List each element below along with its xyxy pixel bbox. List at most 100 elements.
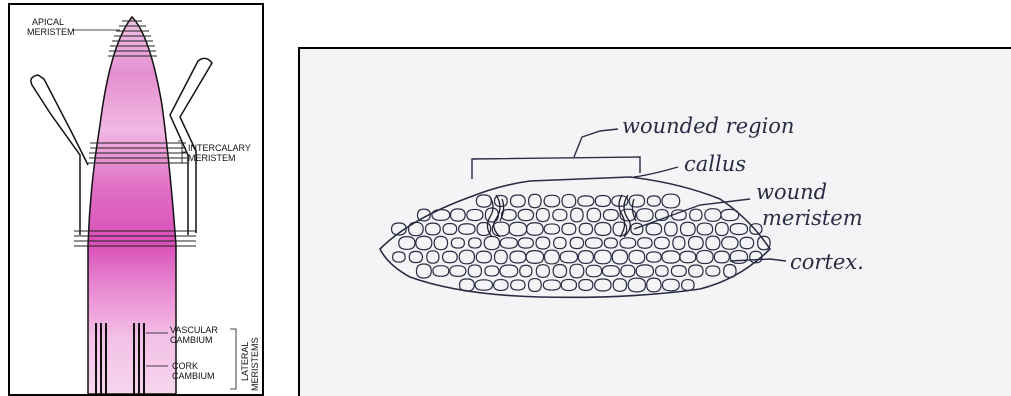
tissue-cell bbox=[518, 209, 533, 220]
tissue-cell bbox=[579, 280, 593, 291]
cork-label-2: CAMBIUM bbox=[172, 371, 215, 381]
tissue-cell bbox=[510, 251, 526, 263]
cortex-label: cortex. bbox=[790, 250, 864, 274]
tissue-cell bbox=[706, 266, 720, 276]
tissue-cell bbox=[544, 195, 560, 207]
tissue-cell bbox=[680, 251, 696, 263]
tissue-cell bbox=[680, 222, 695, 235]
tissue-cell bbox=[451, 238, 464, 248]
tissue-cell bbox=[690, 209, 702, 221]
tissue-cell bbox=[628, 278, 645, 292]
tissue-cell bbox=[604, 238, 617, 248]
wound-meristem-label-2: meristem bbox=[762, 206, 863, 230]
vascular-label-2: CAMBIUM bbox=[170, 335, 213, 345]
tissue-cell bbox=[536, 265, 549, 278]
tissue-cell bbox=[469, 238, 481, 248]
tissue-cell bbox=[543, 280, 560, 290]
tissue-cell bbox=[520, 265, 532, 277]
tissue-cell bbox=[485, 208, 498, 222]
tissue-cell bbox=[434, 236, 447, 249]
tissue-cell bbox=[536, 208, 549, 221]
tissue-cell bbox=[620, 238, 636, 248]
tissue-cell bbox=[399, 237, 415, 250]
wounded-region-bracket bbox=[472, 157, 640, 179]
tissue-cell bbox=[647, 278, 661, 292]
tissue-cell bbox=[433, 266, 449, 277]
tissue-cell bbox=[554, 237, 566, 248]
tissue-cell bbox=[647, 196, 660, 206]
tissue-cell bbox=[500, 265, 518, 277]
tissue-cell bbox=[595, 223, 611, 236]
tissue-cell bbox=[665, 222, 678, 236]
tissue-cell bbox=[646, 223, 662, 235]
tissue-cell bbox=[647, 252, 662, 262]
tissue-cell bbox=[621, 265, 635, 277]
tissue-cell bbox=[476, 195, 491, 207]
cork-label-1: CORK bbox=[172, 361, 198, 371]
tissue-cell bbox=[500, 238, 517, 249]
tissue-cell bbox=[427, 251, 439, 263]
tissue-cell bbox=[561, 279, 576, 290]
tissue-cell bbox=[740, 237, 754, 248]
left-leaf bbox=[31, 75, 88, 235]
tissue-cell bbox=[536, 237, 550, 249]
tissue-cell bbox=[662, 279, 679, 291]
tissue-cell bbox=[715, 222, 728, 235]
tissue-cell bbox=[689, 237, 704, 250]
tissue-cell bbox=[518, 238, 533, 248]
tissue-cell bbox=[450, 266, 466, 277]
tissue-cell bbox=[443, 224, 457, 235]
callus-diagram-panel: wounded region callus wound meristem cor… bbox=[298, 47, 1011, 396]
tissue-cell bbox=[705, 209, 721, 222]
apical-label-1: APICAL bbox=[32, 17, 64, 27]
tissue-cell bbox=[689, 265, 703, 277]
tissue-cell bbox=[511, 195, 526, 207]
tissue-cell bbox=[467, 209, 483, 220]
tissue-cell bbox=[553, 265, 566, 278]
tissue-cell bbox=[529, 194, 541, 208]
tissue-cell bbox=[544, 224, 559, 234]
tissue-cell bbox=[671, 265, 686, 276]
apical-label-2: MERISTEM bbox=[27, 27, 75, 37]
tissue-cell bbox=[673, 236, 685, 249]
tissue-cell bbox=[697, 250, 714, 263]
wound-meristem-label-1: wound bbox=[756, 180, 827, 204]
tissue-cell bbox=[629, 250, 645, 263]
tissue-cell bbox=[443, 251, 458, 263]
tissue-cell bbox=[476, 251, 491, 263]
tissue-cell bbox=[494, 280, 508, 291]
tissue-cell bbox=[511, 280, 525, 290]
tissue-cell bbox=[459, 250, 474, 264]
tissue-cell bbox=[579, 223, 592, 235]
wounded-region-label: wounded region bbox=[622, 114, 794, 138]
tissue-cell bbox=[631, 223, 643, 234]
tissue-cell bbox=[697, 223, 713, 235]
tissue-cell bbox=[393, 252, 405, 262]
tissue-cell bbox=[682, 280, 695, 291]
tissue-cell bbox=[494, 250, 507, 264]
tissue-cell bbox=[475, 280, 492, 290]
tissue-cell bbox=[528, 279, 541, 292]
tissue-cell bbox=[603, 210, 618, 221]
tissue-cell bbox=[636, 265, 653, 277]
lateral-label-1: LATERAL bbox=[240, 342, 250, 381]
tissue-cell bbox=[595, 279, 611, 291]
tissue-cell bbox=[722, 237, 738, 250]
tissue-cell bbox=[553, 209, 567, 220]
tissue-cell bbox=[662, 251, 680, 263]
tissue-cell bbox=[578, 251, 593, 264]
callus-label: callus bbox=[684, 152, 746, 176]
tissue-cell bbox=[585, 238, 602, 249]
callus-illustration: wounded region callus wound meristem cor… bbox=[300, 49, 1011, 396]
tissue-cell bbox=[509, 222, 527, 235]
tissue-cell bbox=[544, 250, 559, 264]
tissue-cell bbox=[526, 251, 543, 264]
tissue-cell bbox=[662, 194, 680, 208]
tissue-cell bbox=[637, 209, 654, 222]
tissue-cells bbox=[392, 194, 771, 292]
tissue-cell bbox=[570, 237, 583, 248]
tissue-cell bbox=[571, 208, 583, 222]
tissue-cell bbox=[451, 209, 466, 221]
intercalary-label-2: MERISTEM bbox=[188, 153, 236, 163]
meristem-diagram-panel: APICAL MERISTEM INTERCALARY MERISTEM VAS… bbox=[8, 3, 264, 396]
